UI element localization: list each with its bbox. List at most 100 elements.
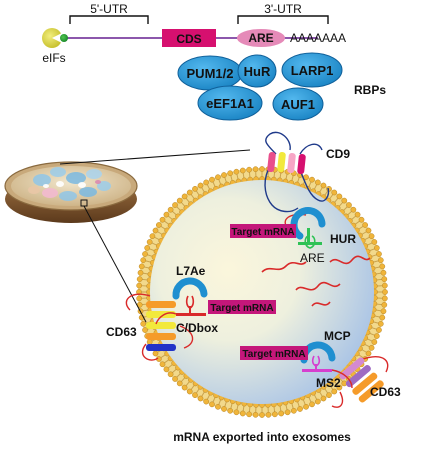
cdbox-hairpin-stem [189, 306, 191, 314]
lipid-head [159, 361, 166, 368]
lipid-head [209, 176, 215, 183]
lipid-head [136, 276, 143, 282]
zoom-line-bottom [83, 205, 147, 323]
lipid-head [142, 327, 148, 333]
eifs-label: eIFs [42, 51, 65, 65]
lipid-head [155, 222, 162, 228]
rbp-larp1 [281, 52, 343, 88]
cd63-left-helix-4 [146, 333, 176, 340]
lipid-head [192, 185, 198, 192]
target-mrna-label-2: Target mRNA [210, 303, 273, 314]
lipid-head [136, 282, 143, 289]
are-hairpin-stem [307, 228, 310, 242]
lipid-head [341, 197, 348, 204]
lipid-head [265, 411, 272, 418]
lipid-head [239, 410, 246, 417]
lipid-head [379, 314, 386, 321]
lipid-head [215, 174, 221, 181]
lipid-head [381, 282, 388, 289]
lipid-head [381, 276, 388, 282]
cd63-right-helix-2 [345, 364, 371, 388]
utr3-label: 3'-UTR [264, 2, 302, 16]
rbp-eef1a1 [197, 85, 263, 121]
l7ae-protein [172, 277, 208, 300]
lipid-head [197, 182, 204, 189]
lipid-head [227, 170, 234, 177]
rbp-eef1a1-label: eEF1A1 [206, 96, 254, 111]
lipid-head [221, 172, 227, 178]
are-hairpin-base [298, 242, 322, 245]
lipid-head [152, 350, 159, 357]
lipid-head [346, 202, 352, 208]
lipid-head [172, 202, 178, 208]
figure-caption: mRNA exported into exosomes [173, 430, 351, 444]
cell-cluster [28, 167, 111, 201]
rbp-hur [237, 54, 277, 88]
rbps-label: RBPs [354, 83, 386, 97]
lipid-head [368, 233, 375, 240]
cd63-right-tail [331, 391, 344, 408]
lipid-head [163, 366, 170, 373]
lipid-head [172, 376, 178, 382]
lipid-head [137, 269, 144, 276]
lipid-head [350, 206, 357, 213]
hur-are-label: ARE [300, 251, 325, 265]
mrna-strand-4 [311, 301, 331, 307]
zoom-source-box [80, 199, 88, 207]
ms2-hairpin-base [302, 369, 332, 372]
eif-notch [52, 33, 62, 43]
lipid-head [215, 403, 221, 410]
lipid-head [382, 289, 388, 295]
rbp-hur-label: HuR [244, 64, 271, 79]
target-mrna-box-1 [230, 224, 296, 238]
cd63-left-helix-5 [146, 344, 176, 351]
l7ae-label: L7Ae [176, 264, 206, 278]
cd9-helix-2 [277, 152, 286, 173]
lipid-head [149, 233, 156, 240]
cd63-left-tail [179, 325, 194, 349]
lipid-head [252, 411, 259, 418]
lipid-head [326, 392, 332, 399]
lipid-head [371, 339, 378, 345]
are-label: ARE [248, 31, 273, 45]
lipid-head [314, 398, 321, 405]
lipid-head [377, 320, 384, 327]
cd63-right-helix-1 [339, 357, 365, 380]
lipid-head [176, 197, 183, 204]
mrna-strand-3 [295, 281, 341, 291]
l7ae-linker [155, 312, 177, 325]
mrna-strand-1 [261, 261, 307, 273]
polya-tail: AAAAAAA [290, 31, 346, 45]
lipid-head [377, 257, 384, 264]
target-mrna-label-3: Target mRNA [242, 349, 305, 360]
lipid-head [284, 409, 291, 416]
hur-label: HUR [330, 232, 356, 246]
lipid-head [309, 176, 315, 183]
lipid-head [365, 227, 372, 234]
mcp-module: MCP MS2 Target mRNA [240, 329, 353, 390]
lipid-head [380, 308, 387, 315]
petri-dish [4, 161, 138, 223]
exosome [136, 166, 388, 418]
lipid-head [167, 371, 174, 378]
cd63-right-label: CD63 [370, 385, 401, 399]
lipid-head [203, 398, 210, 405]
lipid-head [209, 401, 215, 408]
cd63-left-helix-3 [146, 322, 176, 329]
lipid-head [358, 216, 365, 223]
utr5-bracket [69, 15, 149, 24]
rbp-pum12-label: PUM1/2 [187, 66, 234, 81]
rbp-auf1 [272, 87, 324, 121]
lipid-head [186, 388, 193, 395]
lipid-head [159, 216, 166, 223]
lipid-head [192, 392, 198, 399]
cd9-tail-1 [264, 169, 299, 213]
lipid-head [140, 257, 147, 264]
lipid-head [142, 251, 148, 257]
lipid-head [290, 407, 297, 414]
cd9-tail-2 [299, 169, 330, 202]
lipid-head [167, 206, 174, 213]
lipid-head [197, 395, 204, 402]
